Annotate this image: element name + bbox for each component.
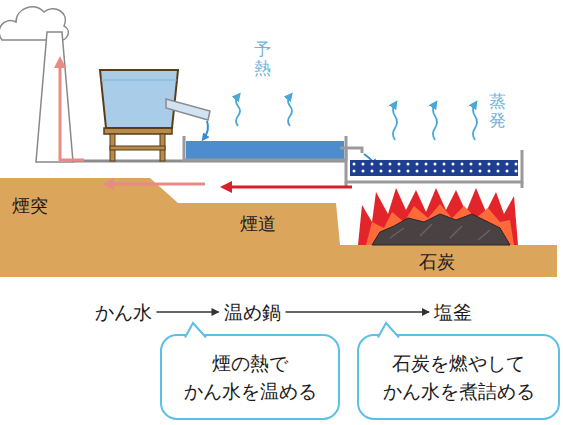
callout-bubble: 石炭を燃やして かん水を煮詰める <box>357 334 560 420</box>
node-text: 煙の熱で かん水を温める <box>170 349 330 406</box>
ground <box>0 178 557 277</box>
text-wrap: かん水 <box>95 298 152 327</box>
text-wrap: 塩釜 <box>434 298 472 327</box>
art-part <box>186 141 344 159</box>
text-wrap: 煙の熱で かん水を温める <box>170 349 330 406</box>
process-label: 予熱 <box>254 40 271 77</box>
stage-label: 塩釜 <box>431 297 475 328</box>
bubble-tail <box>377 322 403 338</box>
stage-label: 温め鍋 <box>221 297 284 328</box>
art-part <box>101 80 177 81</box>
node-text: かん水 <box>95 298 152 327</box>
art-part <box>390 224 490 240</box>
art-part <box>433 104 437 140</box>
process-label: 蒸発 <box>489 92 506 129</box>
art-part <box>358 188 518 245</box>
coal-fire <box>358 188 518 245</box>
text-wrap: 石炭を燃やして かん水を煮詰める <box>367 349 550 406</box>
art-part <box>372 214 510 245</box>
flow-arrow <box>286 311 430 312</box>
text-wrap: 温め鍋 <box>224 298 281 327</box>
node-text: 塩釜 <box>434 298 472 327</box>
art-part <box>393 104 397 140</box>
steam <box>236 96 477 140</box>
part-label: 石炭 <box>419 250 455 274</box>
tail-fill <box>185 323 206 338</box>
art-part <box>346 182 522 188</box>
art-part <box>346 150 522 182</box>
callout-bubble: 煙の熱で かん水を温める <box>160 334 340 420</box>
art-part <box>166 99 210 120</box>
art-part <box>288 96 292 126</box>
part-label: 煙突 <box>12 194 48 218</box>
salt-boiler <box>346 150 522 188</box>
art-part <box>366 204 514 245</box>
part-label: 煙道 <box>240 212 276 236</box>
art-part <box>110 146 165 150</box>
flue-gas-arrow <box>108 183 205 186</box>
chimney <box>36 32 73 162</box>
flue-gas-arrow <box>60 62 84 160</box>
art-part <box>236 96 240 126</box>
flue-gas-arrow <box>226 186 352 189</box>
tail-fill <box>378 323 399 338</box>
tail-outline <box>185 323 206 338</box>
tail-outline <box>378 323 399 338</box>
node-text: 石炭を燃やして かん水を煮詰める <box>367 349 550 406</box>
art-part <box>204 121 208 138</box>
art-part <box>473 104 477 140</box>
stage-label: かん水 <box>92 297 155 328</box>
art-part <box>184 136 346 160</box>
node-text: 温め鍋 <box>224 298 281 327</box>
bubble-tail <box>184 322 210 338</box>
flow-arrow <box>157 311 219 312</box>
